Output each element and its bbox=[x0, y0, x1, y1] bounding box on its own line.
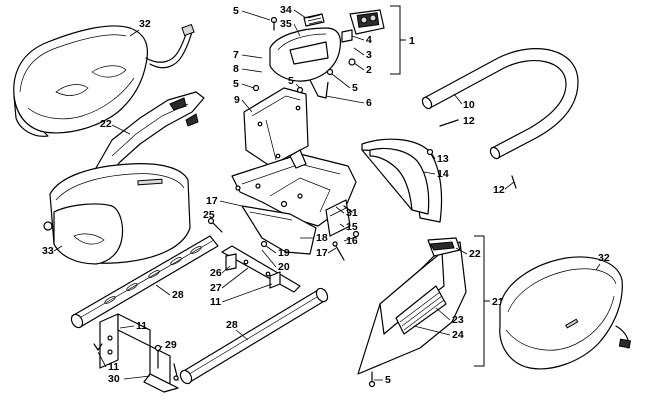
callout-12-b: 12 bbox=[493, 184, 505, 196]
callout-27: 27 bbox=[210, 282, 222, 294]
callout-5-b: 5 bbox=[233, 78, 239, 90]
callout-1: 1 bbox=[409, 35, 415, 47]
callout-31: 31 bbox=[346, 207, 358, 219]
callout-17-right: 17 bbox=[316, 247, 328, 259]
callout-21: 21 bbox=[492, 296, 504, 308]
saddlebag-left bbox=[13, 23, 195, 137]
callout-14: 14 bbox=[437, 168, 449, 180]
callout-25: 25 bbox=[203, 209, 215, 221]
callout-11-mid: 11 bbox=[210, 296, 221, 308]
callout-9: 9 bbox=[234, 94, 240, 106]
callout-26: 26 bbox=[210, 267, 222, 279]
callout-30: 30 bbox=[108, 373, 120, 385]
callout-22-right: 22 bbox=[469, 248, 481, 260]
callout-28-lower: 28 bbox=[226, 319, 238, 331]
callout-12-a: 12 bbox=[463, 115, 475, 127]
side-bracket-upper bbox=[95, 91, 205, 177]
backrest-pad bbox=[269, 13, 342, 99]
rail-left bbox=[70, 235, 219, 329]
callout-28-left: 28 bbox=[172, 289, 184, 301]
rear-bag bbox=[43, 163, 191, 265]
callout-18: 18 bbox=[316, 232, 328, 244]
mudflap bbox=[241, 205, 317, 255]
side-panel-assembly bbox=[357, 237, 467, 375]
callout-16: 16 bbox=[346, 235, 358, 247]
callout-5-a: 5 bbox=[233, 5, 239, 17]
callout-10: 10 bbox=[463, 99, 475, 111]
grab-handle bbox=[421, 48, 579, 160]
callout-35: 35 bbox=[280, 18, 292, 30]
callout-4: 4 bbox=[366, 34, 372, 46]
taillight-housing bbox=[326, 9, 385, 76]
callout-23: 23 bbox=[452, 314, 464, 326]
callout-11-lower-b: 11 bbox=[108, 361, 119, 373]
lower-bracket-assembly bbox=[93, 313, 179, 393]
backrest-plate bbox=[243, 87, 309, 167]
callout-29: 29 bbox=[165, 339, 177, 351]
side-panel-14 bbox=[361, 138, 443, 223]
callout-8: 8 bbox=[233, 63, 239, 75]
callout-6: 6 bbox=[366, 97, 372, 109]
callout-24: 24 bbox=[452, 329, 464, 341]
callout-19: 19 bbox=[278, 247, 290, 259]
callout-17-left: 17 bbox=[206, 195, 218, 207]
rail-lower bbox=[179, 287, 329, 385]
callout-7: 7 bbox=[233, 49, 239, 61]
callout-5-e: 5 bbox=[385, 374, 391, 386]
bolt-25 bbox=[207, 217, 223, 233]
callout-3: 3 bbox=[366, 49, 372, 61]
callout-22-upper: 22 bbox=[100, 118, 112, 130]
callout-34: 34 bbox=[280, 4, 292, 16]
callout-33: 33 bbox=[42, 245, 54, 257]
saddlebag-right bbox=[499, 256, 632, 370]
screws-5 bbox=[252, 16, 376, 388]
callout-11-lower-a: 11 bbox=[136, 320, 147, 332]
callout-5-c: 5 bbox=[288, 75, 294, 87]
callout-5-d: 5 bbox=[352, 82, 358, 94]
callout-2: 2 bbox=[366, 64, 372, 76]
callout-32-left: 32 bbox=[139, 18, 151, 30]
callout-13: 13 bbox=[437, 153, 449, 165]
callout-20: 20 bbox=[278, 261, 290, 273]
bracket-1 bbox=[390, 5, 401, 75]
rear-fender bbox=[231, 149, 357, 227]
callout-32-right: 32 bbox=[598, 252, 610, 264]
mount-bracket-mid bbox=[221, 245, 301, 293]
callout-15: 15 bbox=[346, 221, 358, 233]
